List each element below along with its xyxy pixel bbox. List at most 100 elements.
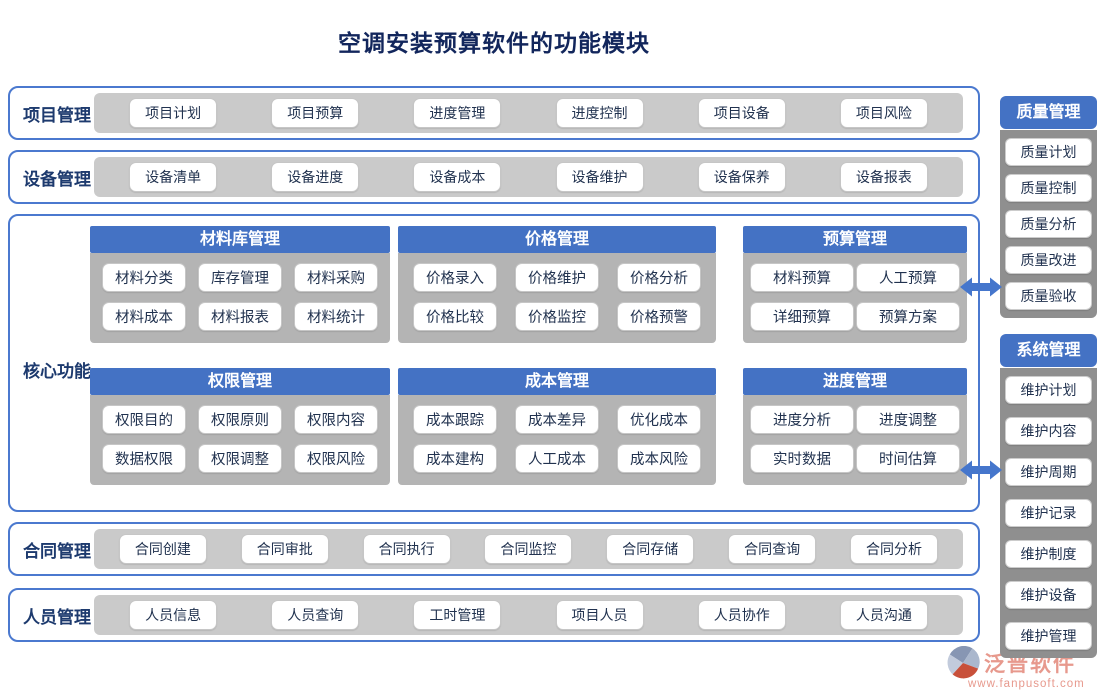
side-quality-management: 质量管理 质量计划 质量控制 质量分析 质量改进 质量验收	[1000, 96, 1097, 318]
band-contract-strip: 合同创建 合同审批 合同执行 合同监控 合同存储 合同查询 合同分析	[94, 529, 963, 569]
module-pill-equipment-upkeep: 设备保养	[697, 162, 786, 192]
module-pill-quality-accept: 质量验收	[1005, 282, 1092, 310]
module-pill-equipment-cost: 设备成本	[413, 162, 502, 192]
module-pill-time-estimate: 时间估算	[856, 444, 960, 473]
module-pill-cost-optimize: 优化成本	[617, 405, 701, 434]
module-pill-maintain-rules: 维护制度	[1005, 540, 1092, 568]
module-pill-labor-cost: 人工成本	[515, 444, 599, 473]
module-pill-project-equipment: 项目设备	[697, 98, 786, 128]
module-pill-material-stats: 材料统计	[294, 302, 378, 331]
module-pill-maintain-cycle: 维护周期	[1005, 458, 1092, 486]
core-functions-container: 核心功能 材料库管理 材料分类 库存管理 材料采购 材料成本 材料报表 材料统计…	[8, 214, 980, 512]
module-pill-project-risk: 项目风险	[839, 98, 928, 128]
module-pill-personnel-comm: 人员沟通	[839, 600, 928, 630]
core-functions-label: 核心功能	[23, 362, 91, 381]
panel-cost-title: 成本管理	[398, 368, 716, 395]
module-pill-permission-risk: 权限风险	[294, 444, 378, 473]
brand-url: www.fanpusoft.com	[968, 678, 1085, 690]
panel-schedule-body: 进度分析 进度调整 实时数据 时间估算	[743, 395, 967, 485]
module-pill-cost-variance: 成本差异	[515, 405, 599, 434]
panel-price-management: 价格管理 价格录入 价格维护 价格分析 价格比较 价格监控 价格预警	[398, 226, 716, 343]
module-pill-material-budget: 材料预算	[750, 263, 854, 292]
module-pill-contract-query: 合同查询	[728, 534, 817, 564]
side-system-body: 维护计划 维护内容 维护周期 维护记录 维护制度 维护设备 维护管理	[1000, 368, 1097, 658]
module-pill-inventory-mgmt: 库存管理	[198, 263, 282, 292]
module-pill-price-monitor: 价格监控	[515, 302, 599, 331]
module-pill-progress-mgmt: 进度管理	[413, 98, 502, 128]
module-pill-material-category: 材料分类	[102, 263, 186, 292]
module-pill-permission-adjust: 权限调整	[198, 444, 282, 473]
side-quality-title: 质量管理	[1000, 96, 1097, 129]
panel-material-library: 材料库管理 材料分类 库存管理 材料采购 材料成本 材料报表 材料统计	[90, 226, 390, 343]
module-pill-material-cost: 材料成本	[102, 302, 186, 331]
module-pill-maintain-content: 维护内容	[1005, 417, 1092, 445]
band-contract-label: 合同管理	[23, 541, 91, 561]
module-pill-price-maintain: 价格维护	[515, 263, 599, 292]
band-contract-management: 合同管理 合同创建 合同审批 合同执行 合同监控 合同存储 合同查询 合同分析	[8, 522, 980, 576]
panel-cost-body: 成本跟踪 成本差异 优化成本 成本建构 人工成本 成本风险	[398, 395, 716, 485]
module-pill-maintain-equipment: 维护设备	[1005, 581, 1092, 609]
brand-name: 泛普软件	[984, 653, 1076, 676]
module-pill-material-purchase: 材料采购	[294, 263, 378, 292]
panel-schedule-title: 进度管理	[743, 368, 967, 395]
band-personnel-strip: 人员信息 人员查询 工时管理 项目人员 人员协作 人员沟通	[94, 595, 963, 635]
double-arrow-icon	[960, 277, 1002, 297]
module-pill-quality-control: 质量控制	[1005, 174, 1092, 202]
band-equipment-strip: 设备清单 设备进度 设备成本 设备维护 设备保养 设备报表	[94, 157, 963, 197]
module-pill-price-analysis: 价格分析	[617, 263, 701, 292]
module-pill-cost-risk: 成本风险	[617, 444, 701, 473]
module-pill-permission-principle: 权限原则	[198, 405, 282, 434]
module-pill-schedule-adjust: 进度调整	[856, 405, 960, 434]
panel-budget-body: 材料预算 人工预算 详细预算 预算方案	[743, 253, 967, 343]
module-pill-material-report: 材料报表	[198, 302, 282, 331]
panel-price-title: 价格管理	[398, 226, 716, 253]
panel-material-title: 材料库管理	[90, 226, 390, 253]
module-pill-schedule-analysis: 进度分析	[750, 405, 854, 434]
module-pill-equipment-list: 设备清单	[129, 162, 218, 192]
band-project-strip: 项目计划 项目预算 进度管理 进度控制 项目设备 项目风险	[94, 93, 963, 133]
module-pill-personnel-collab: 人员协作	[697, 600, 786, 630]
panel-permission-title: 权限管理	[90, 368, 390, 395]
panel-budget-title: 预算管理	[743, 226, 967, 253]
diagram-title: 空调安装预算软件的功能模块	[338, 30, 650, 56]
panel-cost-management: 成本管理 成本跟踪 成本差异 优化成本 成本建构 人工成本 成本风险	[398, 368, 716, 485]
module-pill-cost-tracking: 成本跟踪	[413, 405, 497, 434]
module-pill-price-entry: 价格录入	[413, 263, 497, 292]
side-system-management: 系统管理 维护计划 维护内容 维护周期 维护记录 维护制度 维护设备 维护管理	[1000, 334, 1097, 658]
module-pill-equipment-report: 设备报表	[839, 162, 928, 192]
band-personnel-label: 人员管理	[23, 607, 91, 627]
module-pill-project-personnel: 项目人员	[555, 600, 644, 630]
module-pill-equipment-progress: 设备进度	[271, 162, 360, 192]
module-pill-quality-analysis: 质量分析	[1005, 210, 1092, 238]
band-personnel-management: 人员管理 人员信息 人员查询 工时管理 项目人员 人员协作 人员沟通	[8, 588, 980, 642]
module-pill-price-compare: 价格比较	[413, 302, 497, 331]
panel-price-body: 价格录入 价格维护 价格分析 价格比较 价格监控 价格预警	[398, 253, 716, 343]
panel-permission-management: 权限管理 权限目的 权限原则 权限内容 数据权限 权限调整 权限风险	[90, 368, 390, 485]
module-pill-maintain-plan: 维护计划	[1005, 376, 1092, 404]
fanpu-logo: 泛普软件 www.fanpusoft.com	[946, 646, 1096, 690]
module-pill-permission-content: 权限内容	[294, 405, 378, 434]
module-pill-budget-scheme: 预算方案	[856, 302, 960, 331]
band-project-management: 项目管理 项目计划 项目预算 进度管理 进度控制 项目设备 项目风险	[8, 86, 980, 140]
module-pill-quality-improve: 质量改进	[1005, 246, 1092, 274]
band-equipment-label: 设备管理	[23, 169, 91, 189]
module-pill-personnel-query: 人员查询	[271, 600, 360, 630]
panel-material-body: 材料分类 库存管理 材料采购 材料成本 材料报表 材料统计	[90, 253, 390, 343]
module-pill-maintain-mgmt: 维护管理	[1005, 622, 1092, 650]
module-pill-permission-purpose: 权限目的	[102, 405, 186, 434]
side-quality-body: 质量计划 质量控制 质量分析 质量改进 质量验收	[1000, 130, 1097, 318]
band-project-label: 项目管理	[23, 105, 91, 125]
module-pill-contract-create: 合同创建	[118, 534, 207, 564]
module-pill-realtime-data: 实时数据	[750, 444, 854, 473]
module-pill-quality-plan: 质量计划	[1005, 138, 1092, 166]
module-pill-worktime-mgmt: 工时管理	[413, 600, 502, 630]
module-pill-labor-budget: 人工预算	[856, 263, 960, 292]
module-pill-project-plan: 项目计划	[129, 98, 218, 128]
panel-budget-management: 预算管理 材料预算 人工预算 详细预算 预算方案	[743, 226, 967, 343]
module-pill-data-permission: 数据权限	[102, 444, 186, 473]
module-pill-contract-monitor: 合同监控	[484, 534, 573, 564]
side-system-title: 系统管理	[1000, 334, 1097, 367]
band-equipment-management: 设备管理 设备清单 设备进度 设备成本 设备维护 设备保养 设备报表	[8, 150, 980, 204]
module-pill-contract-store: 合同存储	[606, 534, 695, 564]
module-pill-contract-execute: 合同执行	[362, 534, 451, 564]
